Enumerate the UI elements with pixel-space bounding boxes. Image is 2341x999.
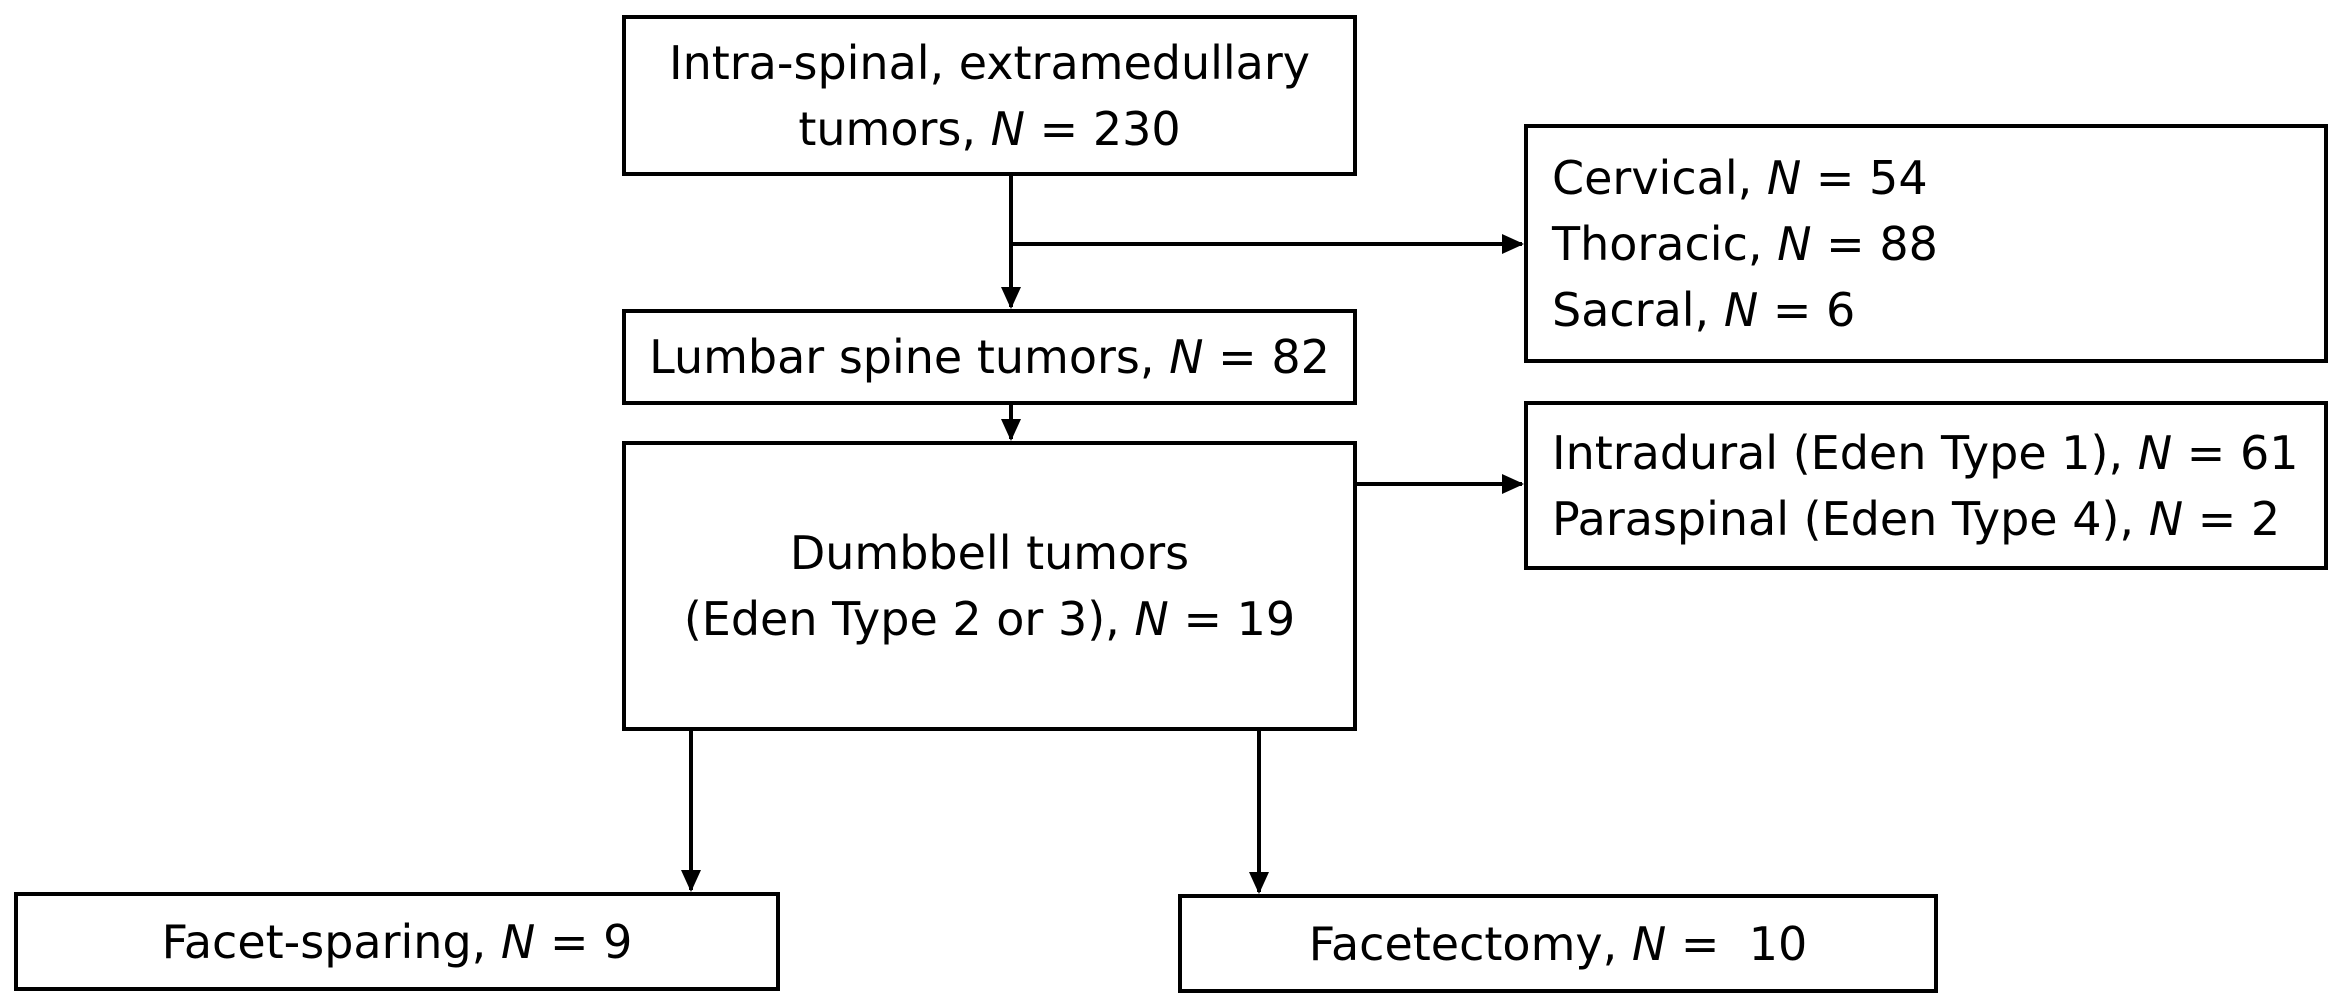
- excluded-type-intradural: Intradural (Eden Type 1), N = 61: [1552, 425, 2299, 480]
- facetectomy-label: Facetectomy, N = 10: [1308, 916, 1808, 971]
- dumbbell-tumors-line2: (Eden Type 2 or 3), N = 19: [683, 592, 1296, 646]
- excluded-region-cervical: Cervical, N = 54: [1552, 150, 1928, 205]
- excluded-type-paraspinal: Paraspinal (Eden Type 4), N = 2: [1552, 491, 2281, 546]
- total-tumors-box: Intra-spinal, extramedullary tumors, N =…: [622, 15, 1357, 176]
- excluded-regions-box: Cervical, N = 54 Thoracic, N = 88 Sacral…: [1524, 124, 2328, 363]
- facet-sparing-box: Facet-sparing, N = 9: [14, 892, 780, 991]
- facet-sparing-label: Facet-sparing, N = 9: [161, 914, 633, 969]
- excluded-region-thoracic: Thoracic, N = 88: [1552, 216, 1938, 271]
- excluded-region-sacral: Sacral, N = 6: [1552, 282, 1856, 337]
- dumbbell-tumors-line1: Dumbbell tumors: [789, 526, 1190, 580]
- dumbbell-tumors-box: Dumbbell tumors (Eden Type 2 or 3), N = …: [622, 441, 1357, 731]
- total-tumors-line2: tumors, N = 230: [798, 101, 1181, 156]
- lumbar-tumors-box: Lumbar spine tumors, N = 82: [622, 309, 1357, 405]
- total-tumors-line1: Intra-spinal, extramedullary: [669, 35, 1310, 90]
- lumbar-tumors-label: Lumbar spine tumors, N = 82: [649, 330, 1330, 384]
- facetectomy-box: Facetectomy, N = 10: [1178, 894, 1938, 993]
- excluded-types-box: Intradural (Eden Type 1), N = 61 Paraspi…: [1524, 401, 2328, 570]
